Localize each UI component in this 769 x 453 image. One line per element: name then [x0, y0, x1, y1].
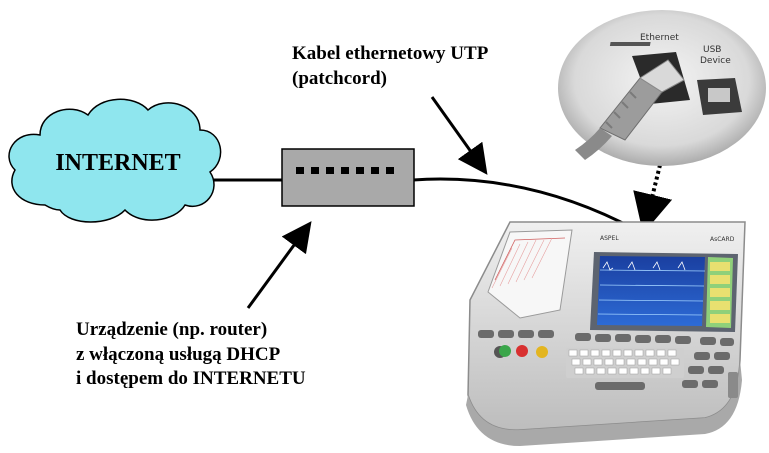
ecg-button-green: [499, 345, 511, 357]
ecg-function-keys: [478, 330, 734, 346]
usb-port-label-2: Device: [700, 56, 731, 66]
usb-socket-inner: [708, 88, 730, 102]
usb-port-label-1: USB: [703, 45, 721, 55]
cable-label-line1: Kabel ethernetowy UTP: [292, 43, 489, 64]
device-label-line3: i dostępem do INTERNETU: [76, 368, 306, 390]
ethernet-port-label: Ethernet: [640, 33, 679, 43]
ecg-screen: [590, 252, 738, 332]
cable-label-line2: (patchcord): [292, 67, 387, 89]
ecg-button-yellow: [536, 346, 548, 358]
ecg-side-connector: [728, 372, 738, 398]
router-port-dots: [296, 167, 394, 174]
device-label-line2: z włączoną usługą DHCP: [76, 343, 281, 365]
device-label-line1: Urządzenie (np. router): [76, 319, 268, 340]
photo-dotted-arrow: [633, 164, 673, 234]
router-box: [281, 148, 415, 207]
cable-router-ecg: [412, 177, 641, 234]
ecg-brand: ASPEL: [600, 235, 619, 242]
internet-cloud: INTERNET: [8, 98, 222, 223]
ecg-side-keys: [682, 352, 730, 388]
ecg-keyboard: [566, 348, 684, 390]
ecg-printer: [487, 229, 573, 319]
port-photo: Ethernet USB Device: [558, 10, 766, 166]
ethernet-plug: [575, 59, 685, 160]
ecg-device: ASPEL AsCARD: [466, 221, 746, 446]
device-label-arrow: [246, 221, 312, 309]
ecg-model: AsCARD: [710, 236, 735, 243]
ecg-button-red: [516, 345, 528, 357]
device-label: Urządzenie (np. router) z włączoną usług…: [76, 318, 306, 392]
internet-label: INTERNET: [55, 150, 180, 176]
cable-label: Kabel ethernetowy UTP (patchcord): [292, 42, 488, 91]
cable-label-arrow: [430, 96, 488, 175]
